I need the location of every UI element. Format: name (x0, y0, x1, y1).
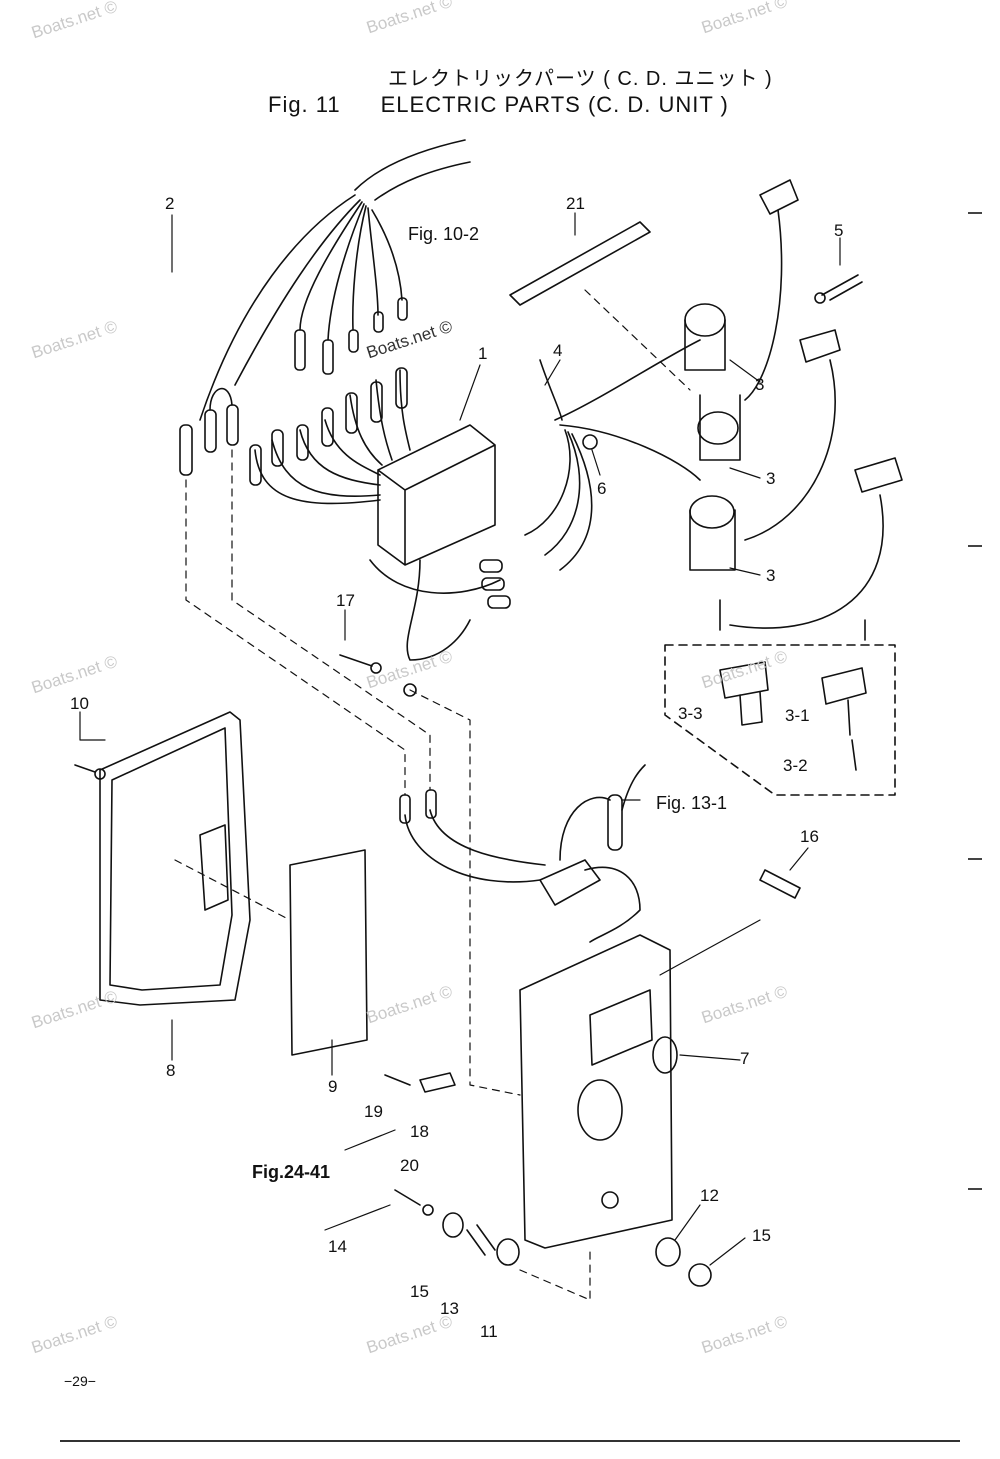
callout-3-1: 3-1 (785, 706, 810, 725)
callout-4: 4 (553, 341, 563, 360)
figure-number: Fig. 11 (268, 92, 341, 117)
edge-mark (968, 1188, 982, 1190)
callout-14: 14 (328, 1237, 347, 1256)
callout-15-right: 15 (752, 1226, 771, 1245)
callout-3-2: 3-2 (783, 756, 808, 775)
callout-2: 2 (165, 194, 175, 213)
callout-13: 13 (440, 1299, 459, 1318)
callout-3-3: 3-3 (678, 704, 703, 723)
title-japanese: エレクトリックパーツ ( C. D. ユニット ) (388, 68, 773, 90)
callout-19: 19 (364, 1102, 383, 1121)
figure-title: Fig. 11 ELECTRIC PARTS (C. D. UNIT ) (268, 92, 729, 118)
callout-12: 12 (700, 1186, 719, 1205)
callout-3-b: 3 (766, 469, 776, 488)
figure-title-text: ELECTRIC PARTS (C. D. UNIT ) (380, 92, 729, 117)
callout-11: 11 (480, 1322, 498, 1341)
callout-3-a: 3 (755, 375, 765, 394)
callout-9: 9 (328, 1077, 338, 1096)
ref-fig-10-2: Fig. 10-2 (408, 224, 480, 244)
callout-16: 16 (800, 827, 819, 846)
callout-1: 1 (478, 344, 488, 363)
page-number: −29− (64, 1373, 96, 1389)
cover-plate (99, 711, 251, 1006)
callout-18: 18 (410, 1122, 429, 1141)
callout-20: 20 (400, 1156, 419, 1175)
ref-fig-24-41: Fig.24-41 (252, 1162, 331, 1182)
cd-unit-box (377, 424, 496, 566)
edge-mark (968, 212, 982, 214)
base-plate (519, 934, 673, 1249)
callout-5: 5 (834, 221, 844, 240)
edge-mark (968, 858, 982, 860)
callout-21: 21 (566, 194, 585, 213)
edge-mark (968, 545, 982, 547)
callout-10: 10 (70, 694, 89, 713)
footer-rule (60, 1440, 960, 1442)
callout-7: 7 (740, 1049, 750, 1068)
wire-harness-tube (354, 139, 471, 201)
callout-6: 6 (597, 479, 607, 498)
callout-8: 8 (166, 1061, 176, 1080)
callout-3-c: 3 (766, 566, 776, 585)
callout-15-left: 15 (410, 1282, 429, 1301)
ref-fig-13-1: Fig. 13-1 (656, 793, 728, 813)
callout-17: 17 (336, 591, 355, 610)
